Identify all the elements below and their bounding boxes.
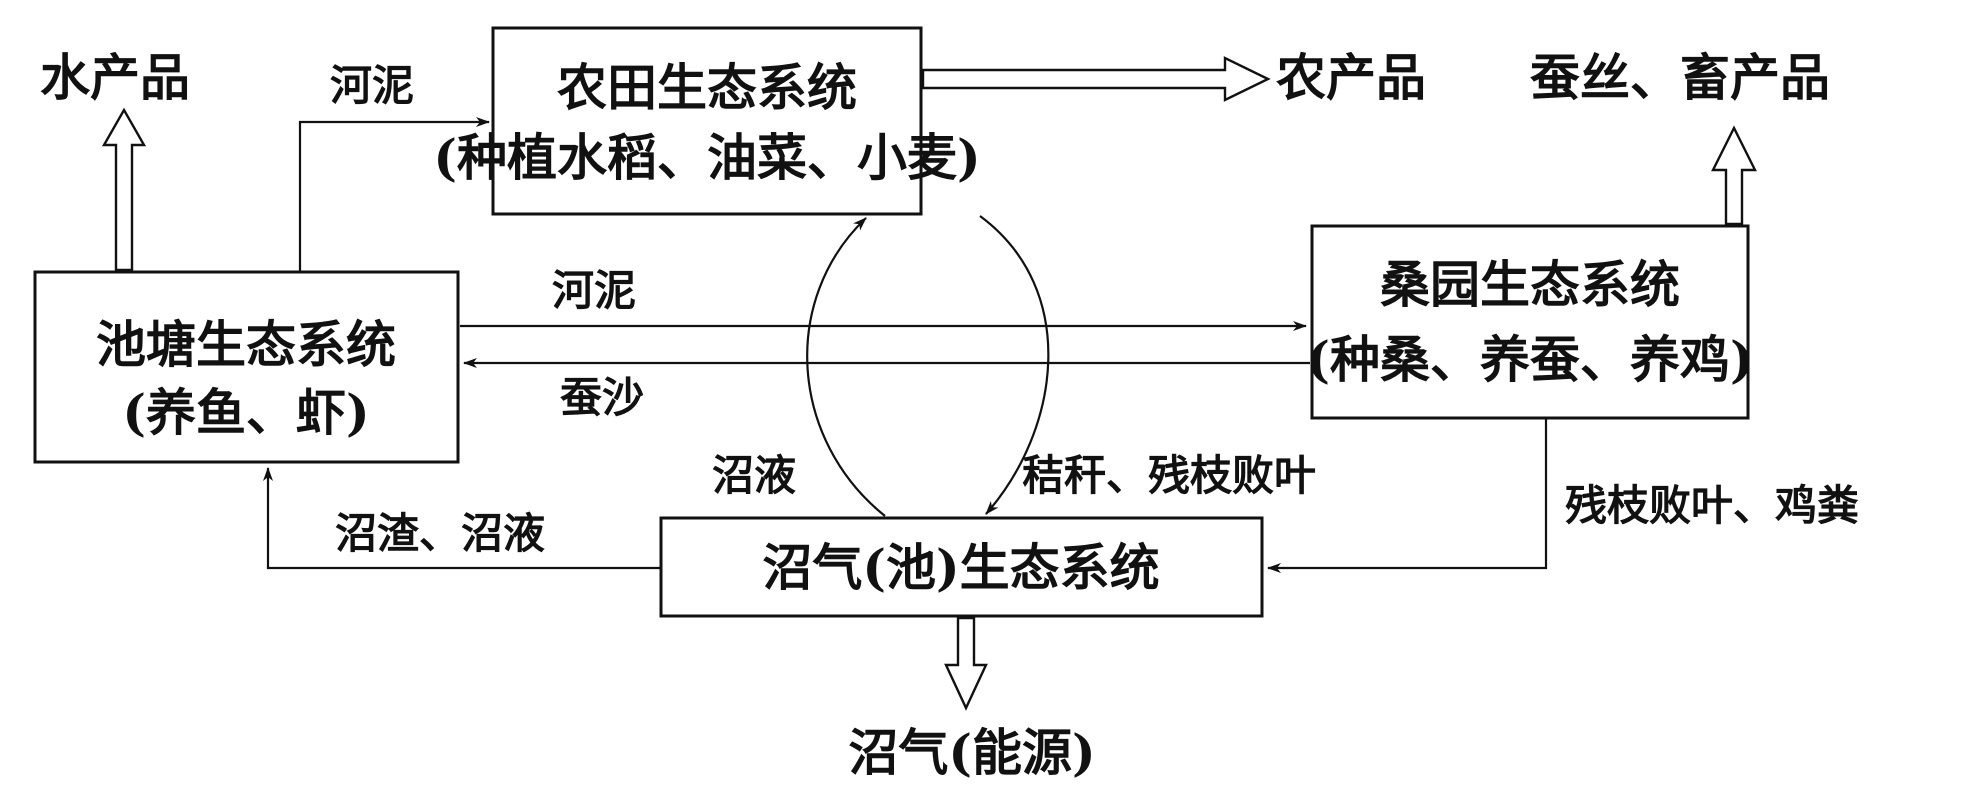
- biogas-node: 沼气(池)生态系统: [659, 516, 1264, 618]
- mulberry-subtitle: (种桑、养蚕、养鸡): [1306, 330, 1753, 389]
- agricultural-output-label: 农产品: [1276, 48, 1426, 107]
- silk-livestock-output-label: 蚕丝、畜产品: [1530, 48, 1830, 107]
- biogas-title: 沼气(池)生态系统: [762, 538, 1159, 597]
- aquatic-output-arrow: [101, 107, 147, 272]
- farmland-subtitle: (种植水稻、油菜、小麦): [433, 128, 980, 187]
- farmland-to-biogas-label: 秸秆、残枝败叶: [1022, 451, 1316, 500]
- biogas-to-farmland-arrow: [806, 217, 886, 517]
- mulberry-to-biogas-arrow: [1267, 418, 1548, 573]
- mulberry-to-pond-label: 蚕沙: [560, 373, 644, 422]
- energy-output-label: 沼气(能源): [848, 723, 1095, 782]
- farmland-title: 农田生态系统: [557, 58, 857, 117]
- pond-node: 池塘生态系统 (养鱼、虾): [33, 270, 460, 464]
- mulberry-box: [1310, 224, 1750, 420]
- biogas-to-farmland-label: 沼液: [712, 451, 796, 500]
- pond-to-farmland-arrow: [298, 117, 490, 272]
- farmland-to-biogas-arrow: [979, 215, 1050, 515]
- pond-title: 池塘生态系统: [96, 315, 396, 374]
- energy-output-arrow: [944, 616, 988, 711]
- biogas-box: [659, 516, 1264, 618]
- aquatic-output-label: 水产品: [40, 48, 190, 107]
- mulberry-to-biogas-label: 残枝败叶、鸡粪: [1565, 481, 1859, 530]
- biogas-to-pond-arrow: [263, 467, 661, 570]
- farmland-node: 农田生态系统 (种植水稻、油菜、小麦): [433, 26, 981, 216]
- silk-livestock-output-arrow: [1711, 125, 1757, 226]
- pond-box: [33, 270, 460, 464]
- mulberry-node: 桑园生态系统 (种桑、养蚕、养鸡): [1306, 224, 1754, 420]
- mulberry-title: 桑园生态系统: [1380, 255, 1680, 314]
- agricultural-output-arrow: [921, 56, 1271, 102]
- pond-to-mulberry-label: 河泥: [552, 266, 636, 315]
- farmland-box: [491, 26, 923, 216]
- pond-to-farmland-label: 河泥: [330, 61, 414, 110]
- pond-subtitle: (养鱼、虾): [122, 383, 369, 442]
- biogas-to-pond-label: 沼渣、沼液: [335, 509, 545, 558]
